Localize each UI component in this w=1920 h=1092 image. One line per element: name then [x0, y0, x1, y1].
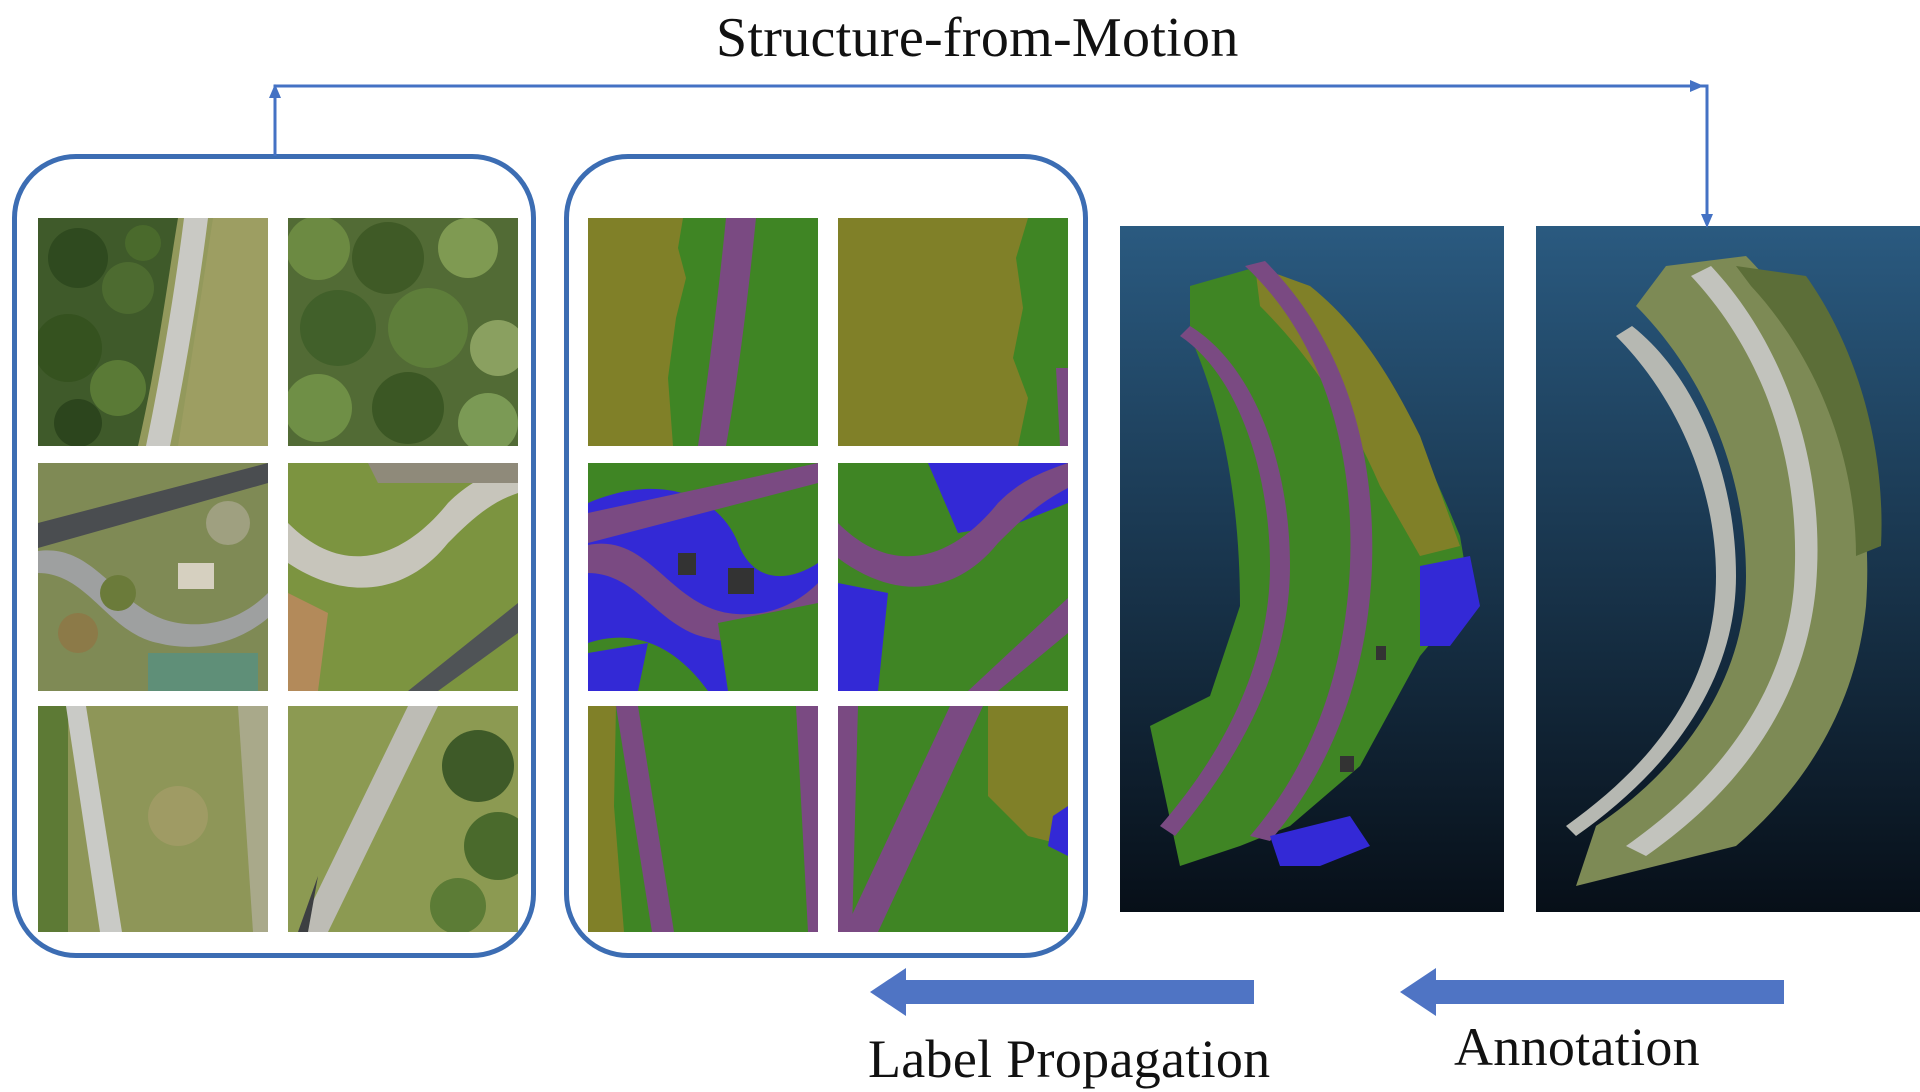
- annotation-label: Annotation: [1454, 1017, 1700, 1077]
- annotation-arrow: [1400, 968, 1784, 1016]
- sfm-right-arrowhead: [1690, 80, 1704, 92]
- mask-tile-3: [588, 463, 818, 691]
- label-propagation-label: Label Propagation: [868, 1029, 1271, 1089]
- rgb-point-cloud: [1536, 226, 1920, 912]
- mask-tile-1: [588, 218, 818, 446]
- aerial-tile-4: [288, 463, 518, 691]
- sfm-label: Structure-from-Motion: [716, 7, 1239, 69]
- aerial-tile-6: [288, 706, 518, 932]
- aerial-tile-5: [38, 706, 268, 932]
- mask-tile-4: [838, 463, 1068, 691]
- label-propagation-arrow: [870, 968, 1254, 1016]
- sfm-up-arrowhead: [269, 84, 281, 98]
- mask-tile-6: [838, 706, 1068, 932]
- aerial-tile-1: [38, 218, 268, 446]
- aerial-tile-3: [38, 463, 268, 691]
- segmented-point-cloud: [1120, 226, 1504, 912]
- mask-tile-5: [588, 706, 818, 932]
- mask-tile-2: [838, 218, 1068, 446]
- aerial-tile-2: [288, 218, 518, 446]
